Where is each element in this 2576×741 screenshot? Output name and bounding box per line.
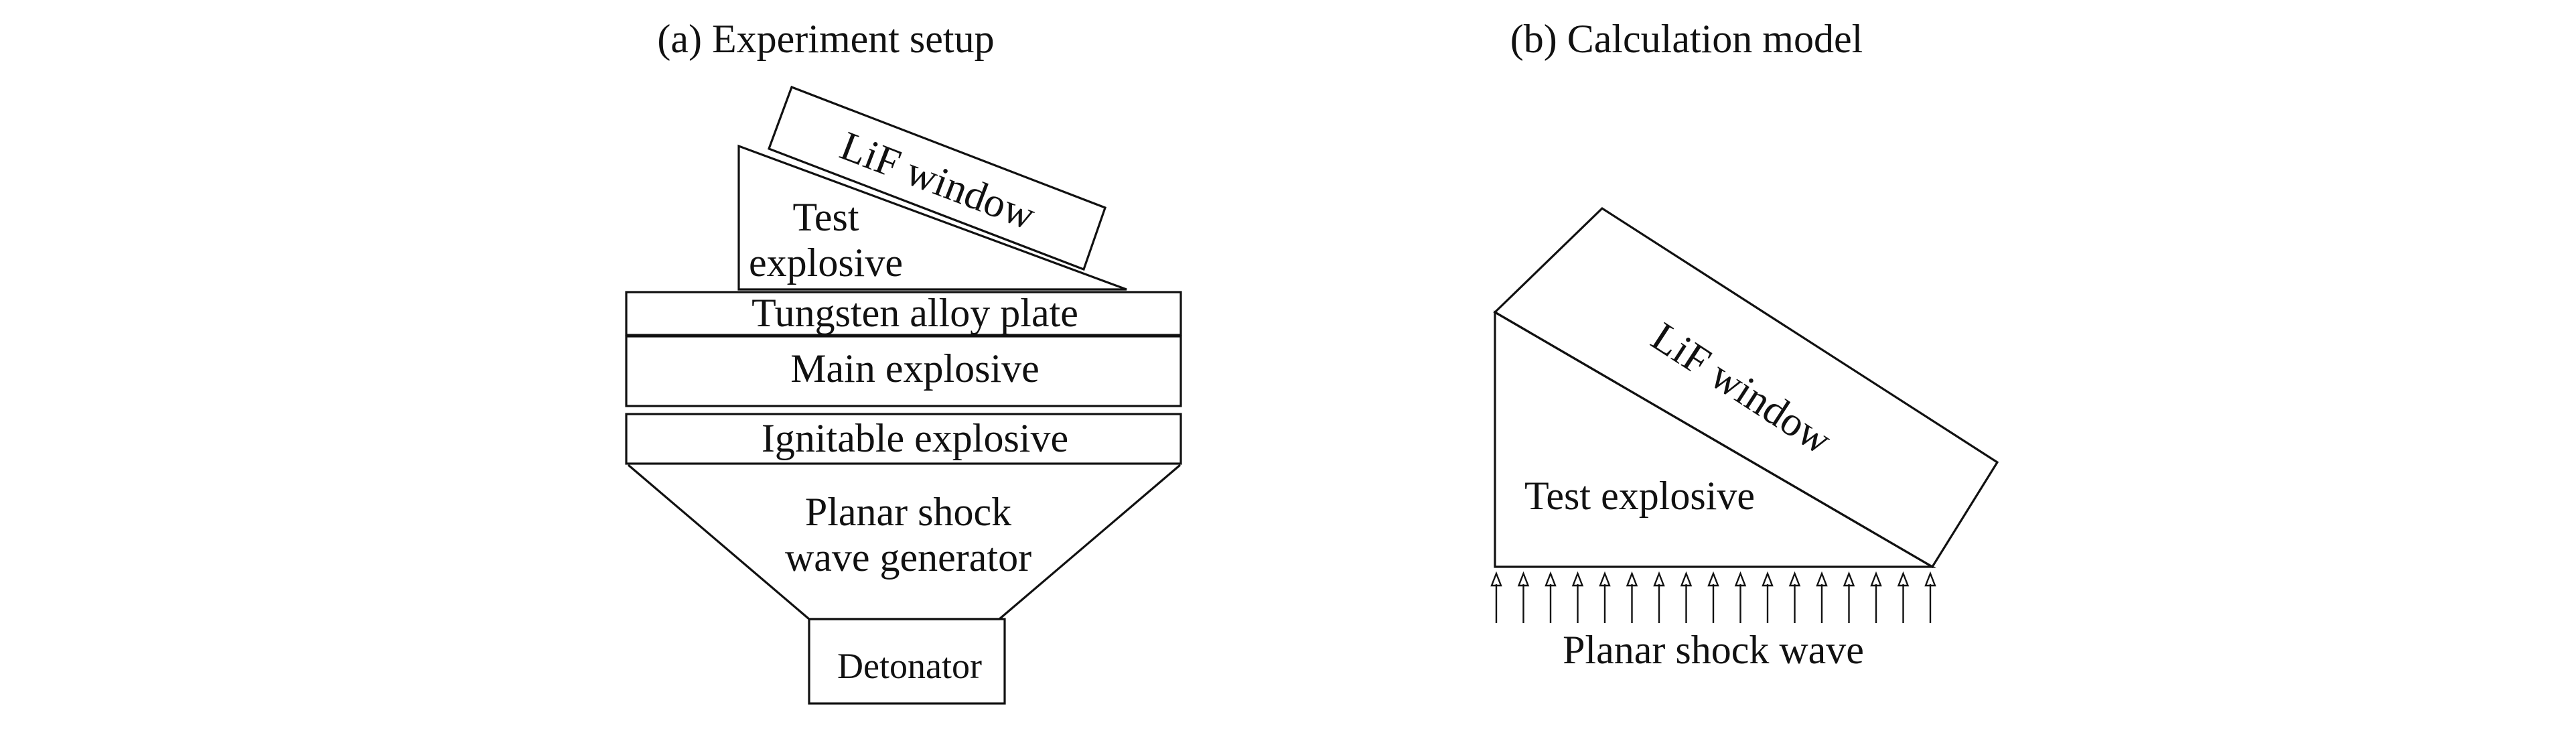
shock-arrow: [1490, 571, 1502, 623]
planar-shock-wave-label: Planar shock wave: [1563, 628, 1864, 672]
shock-arrow: [1924, 571, 1936, 623]
tungsten-alloy-plate: [625, 291, 1182, 336]
panel-a-title: (a) Experiment setup: [657, 17, 994, 61]
ignitable-explosive-label: Ignitable explosive: [762, 416, 1068, 460]
test-explosive-wedge: [737, 144, 1127, 291]
detonator-block: [808, 618, 1006, 705]
shock-arrow: [1870, 571, 1882, 623]
shock-arrow: [1626, 571, 1638, 623]
test-explosive-label-model: Test explosive: [1524, 474, 1755, 518]
generator-label-line1: Planar shock: [805, 490, 1011, 534]
panel-b-title: (b) Calculation model: [1510, 17, 1863, 61]
panel-a-experiment-setup: (a) Experiment setup LiF window Test exp…: [625, 17, 1182, 705]
main-explosive-label: Main explosive: [790, 346, 1040, 391]
shock-arrow: [1545, 571, 1557, 623]
shock-arrow: [1788, 571, 1801, 623]
shock-arrow: [1816, 571, 1828, 623]
shock-arrow: [1762, 571, 1774, 623]
lif-window-label: LiF window: [835, 123, 1042, 239]
main-explosive-block: [625, 335, 1182, 407]
lif-window-label-model: LiF window: [1644, 314, 1840, 463]
lif-window-block: [767, 85, 1107, 271]
shock-arrow: [1897, 571, 1910, 623]
shock-arrow: [1680, 571, 1693, 623]
generator-label-line2: wave generator: [785, 535, 1031, 580]
shock-arrow: [1517, 571, 1530, 623]
planar-shock-wave-arrows: [1490, 571, 1936, 623]
shock-arrow: [1843, 571, 1855, 623]
test-explosive-wedge-model: [1494, 310, 1936, 568]
shock-arrow: [1599, 571, 1611, 623]
shock-arrow: [1734, 571, 1747, 623]
shock-arrow: [1707, 571, 1719, 623]
test-explosive-label-line1: Test: [792, 195, 859, 239]
panel-b-calculation-model: (b) Calculation model LiF window Test ex…: [1490, 17, 1999, 672]
test-explosive-label-line2: explosive: [749, 241, 903, 285]
tungsten-plate-label: Tungsten alloy plate: [752, 291, 1078, 335]
ignitable-explosive-block: [625, 413, 1182, 465]
shock-arrow: [1653, 571, 1665, 623]
detonator-label: Detonator: [837, 646, 982, 686]
shock-arrow: [1571, 571, 1584, 623]
